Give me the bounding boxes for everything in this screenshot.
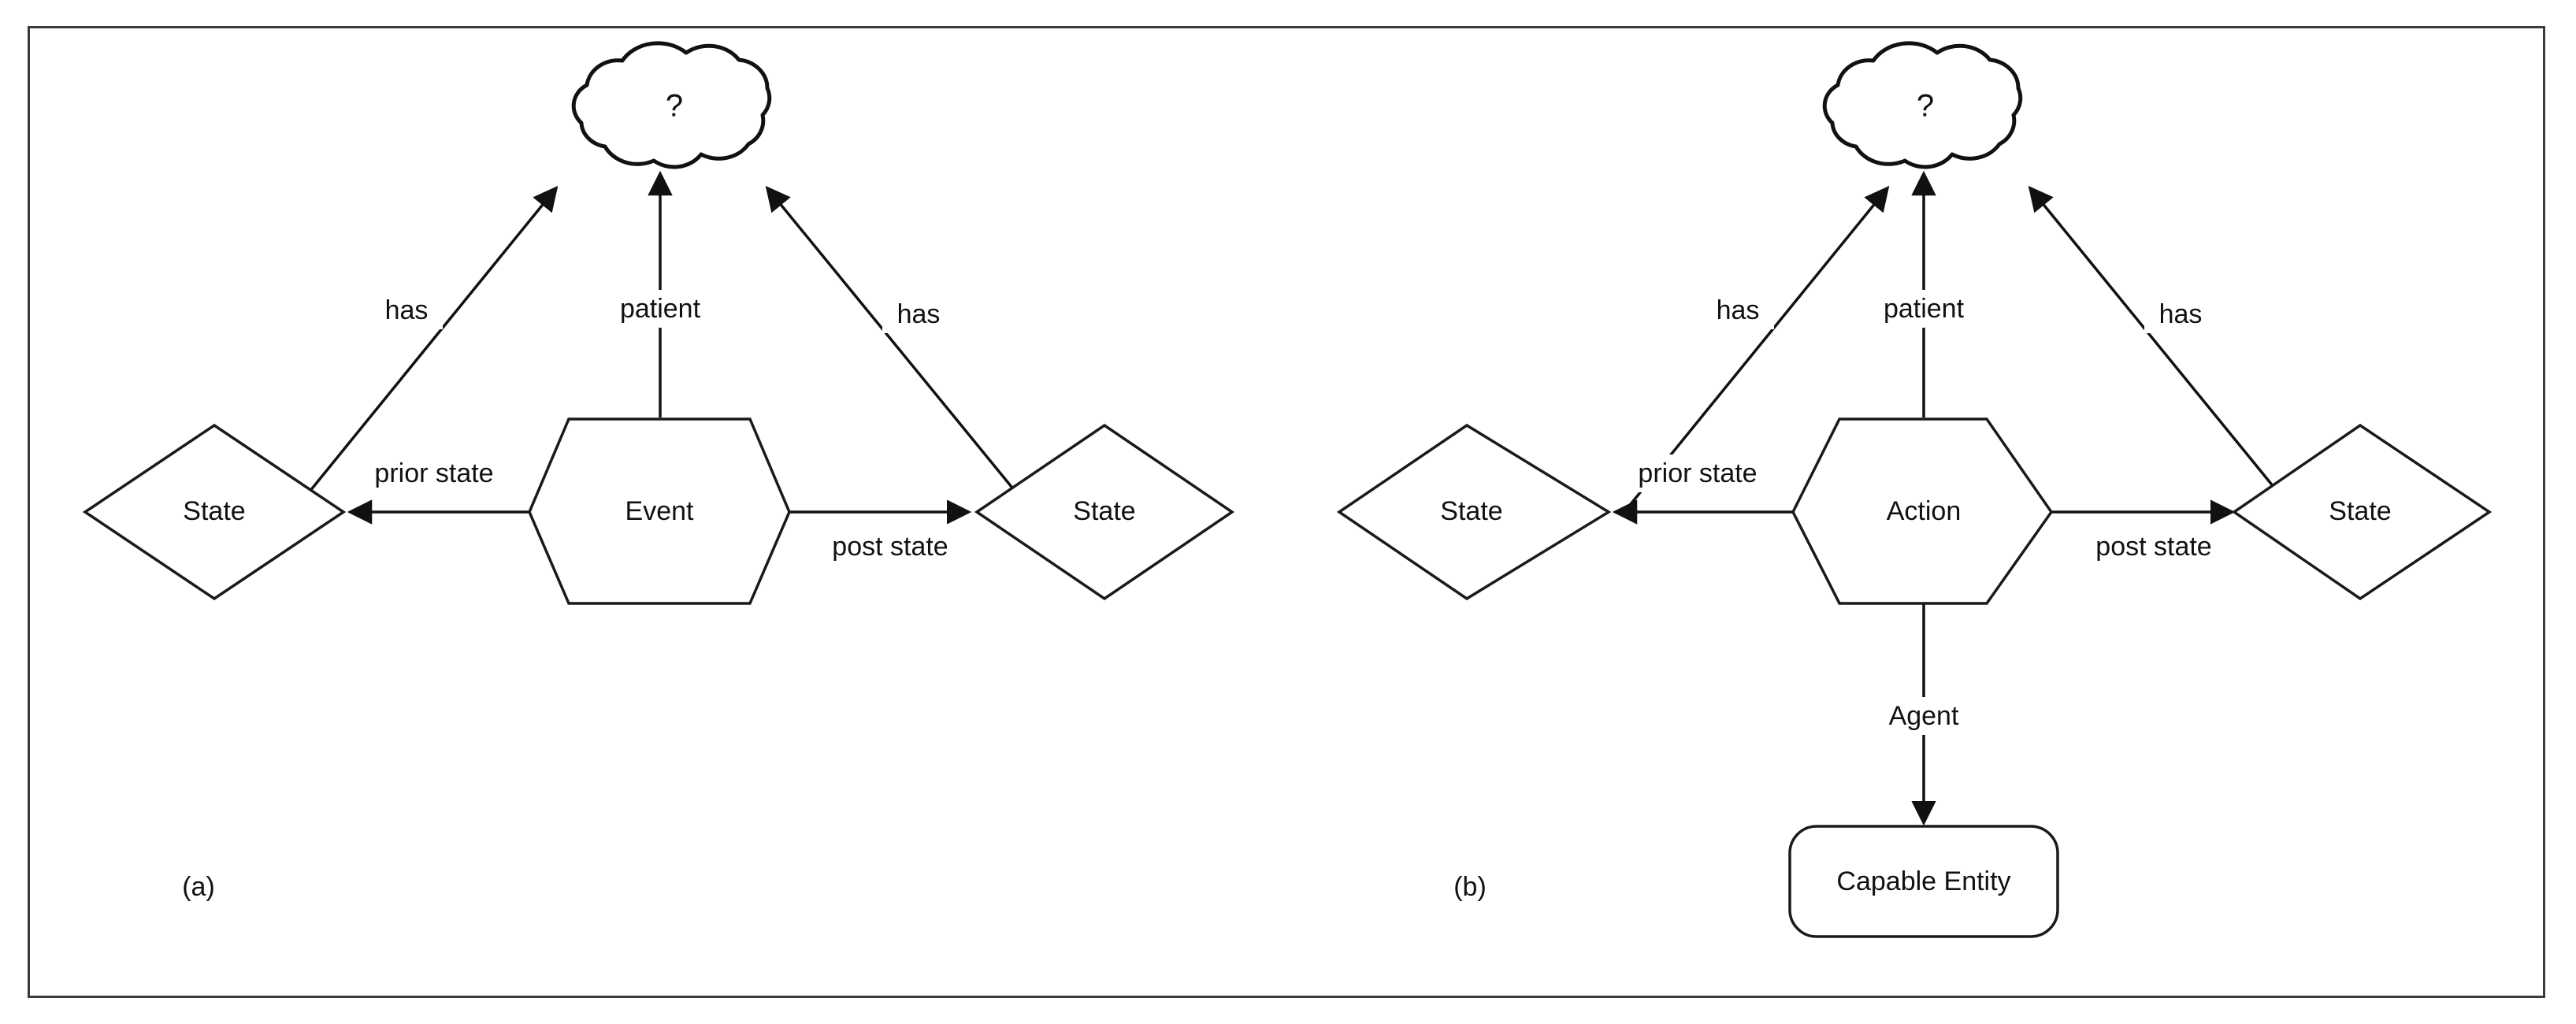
edge-label-a-has-left: has — [385, 295, 429, 325]
node-b-capable-entity: Capable Entity — [1788, 825, 2059, 938]
edge-b-post-state: post state — [2051, 499, 2240, 566]
edge-b-has-left: has — [1629, 185, 1890, 506]
edge-b-has-right: has — [2028, 185, 2289, 506]
edge-b-prior-state: prior state — [1612, 454, 1795, 525]
node-label-b-capable-entity: Capable Entity — [1836, 866, 2010, 896]
node-a-right-state: State — [974, 423, 1235, 601]
panel-a: has patient has prior state — [82, 41, 1235, 902]
node-a-left-state: State — [82, 423, 347, 601]
panel-b: has patient has prior state — [1336, 41, 2492, 938]
edge-a-patient: patient — [599, 170, 723, 417]
edge-label-a-has-right: has — [897, 299, 941, 329]
node-label-a-event: Event — [625, 496, 694, 526]
node-a-event: Event — [528, 417, 791, 605]
node-label-b-right-state: State — [2329, 496, 2391, 526]
node-label-a-left-state: State — [183, 496, 245, 526]
panel-b-caption: (b) — [1453, 872, 1487, 902]
edge-a-has-right: has — [765, 185, 1027, 506]
edge-a-post-state: post state — [788, 499, 977, 566]
edge-label-a-post-state: post state — [832, 532, 948, 562]
edge-label-b-prior-state: prior state — [1638, 458, 1757, 488]
panel-a-caption: (a) — [182, 872, 215, 902]
node-b-right-state: State — [2231, 423, 2492, 601]
node-label-b-action: Action — [1887, 496, 1962, 526]
edge-a-has-left: has — [298, 185, 559, 506]
edge-b-agent: Agent — [1867, 603, 1980, 826]
edge-label-b-agent: Agent — [1889, 701, 1959, 731]
edge-a-prior-state: prior state — [347, 454, 532, 525]
edge-label-b-patient: patient — [1884, 294, 1965, 324]
node-b-left-state: State — [1336, 423, 1612, 601]
node-label-a-right-state: State — [1073, 496, 1135, 526]
node-label-b-left-state: State — [1440, 496, 1502, 526]
cloud-b-question-mark: ? — [1917, 89, 1934, 124]
node-a-cloud: ? — [571, 41, 772, 169]
edge-label-b-has-right: has — [2159, 299, 2203, 329]
edge-label-b-post-state: post state — [2095, 532, 2211, 562]
edge-label-a-prior-state: prior state — [374, 458, 493, 488]
edge-label-a-patient: patient — [620, 294, 701, 324]
cloud-a-question-mark: ? — [666, 89, 683, 124]
node-b-action: Action — [1791, 417, 2054, 605]
edge-b-patient: patient — [1862, 170, 1987, 417]
edge-label-b-has-left: has — [1717, 295, 1760, 325]
node-b-cloud: ? — [1822, 41, 2023, 169]
